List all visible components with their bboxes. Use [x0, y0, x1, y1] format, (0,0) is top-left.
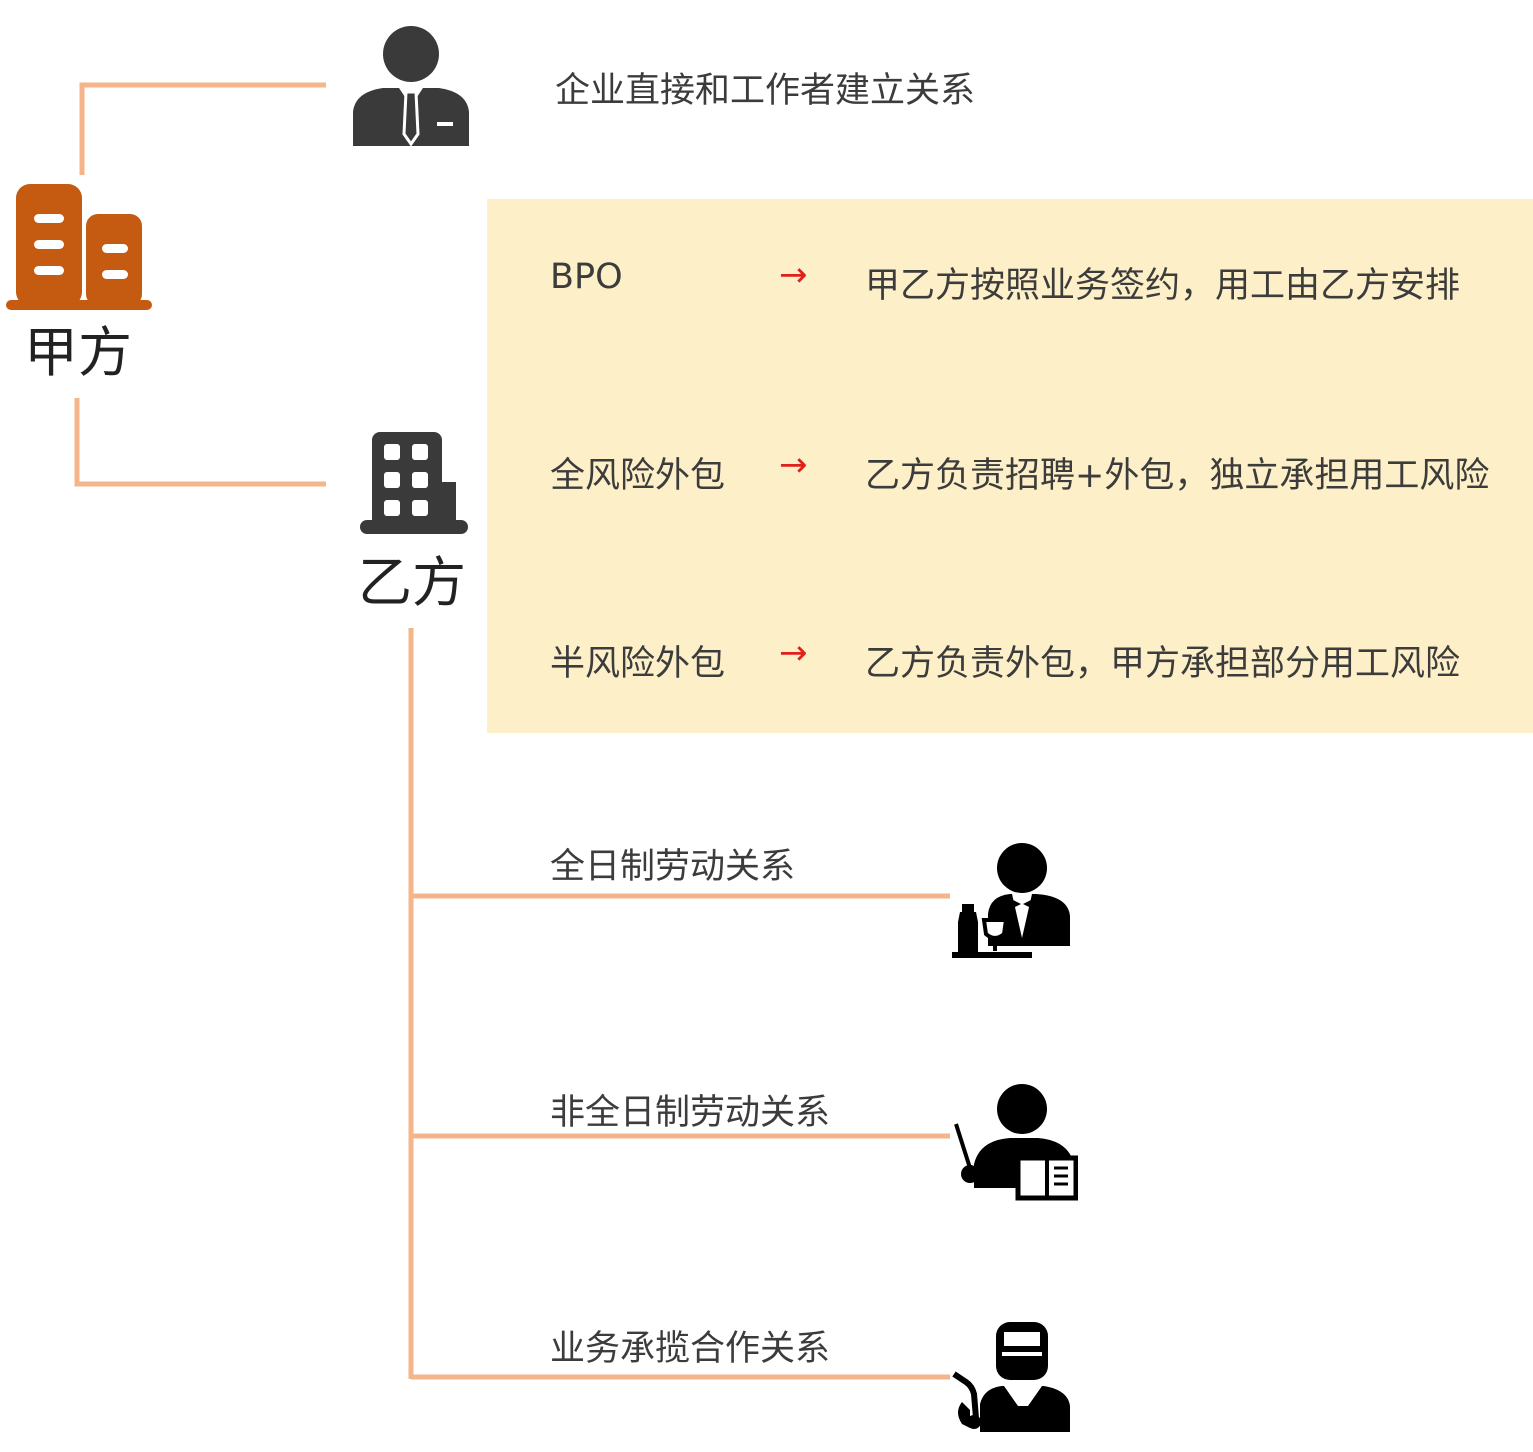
- relation-label: 业务承揽合作关系: [550, 1329, 831, 1369]
- direct-relation-text: 企业直接和工作者建立关系: [555, 71, 976, 111]
- party-a-label: 甲方: [24, 321, 132, 384]
- outsourcing-description: 乙方负责招聘+外包，独立承担用工风险: [865, 456, 1490, 496]
- outsourcing-row: 全风险外包 → 乙方负责招聘+外包，独立承担用工风险: [487, 445, 1533, 497]
- outsourcing-type: BPO: [550, 257, 623, 297]
- outsourcing-type: 全风险外包: [550, 456, 726, 496]
- office-buildings-icon: [6, 184, 152, 316]
- office-building-icon: [360, 432, 468, 540]
- right-arrow-icon: →: [779, 445, 808, 485]
- outsourcing-panel: BPO → 甲乙方按照业务签约，用工由乙方安排 全风险外包 → 乙方负责招聘+外…: [487, 199, 1533, 733]
- waiter-icon: [952, 842, 1074, 964]
- connector-party-a-to-party-b: [74, 398, 326, 487]
- teacher-icon: [952, 1084, 1079, 1206]
- connector-party-a-to-direct: [79, 82, 326, 175]
- outsourcing-description: 甲乙方按照业务签约，用工由乙方安排: [865, 266, 1461, 306]
- relation-label: 全日制劳动关系: [550, 847, 796, 887]
- businessman-icon: [353, 26, 469, 150]
- outsourcing-row: 半风险外包 → 乙方负责外包，甲方承担部分用工风险: [487, 633, 1533, 685]
- party-b-label: 乙方: [358, 551, 466, 614]
- welder-icon: [952, 1322, 1074, 1436]
- outsourcing-row: BPO → 甲乙方按照业务签约，用工由乙方安排: [487, 255, 1533, 307]
- outsourcing-description: 乙方负责外包，甲方承担部分用工风险: [865, 644, 1461, 684]
- right-arrow-icon: →: [779, 633, 808, 673]
- relation-label: 非全日制劳动关系: [550, 1093, 831, 1133]
- outsourcing-type: 半风险外包: [550, 644, 726, 684]
- right-arrow-icon: →: [779, 255, 808, 295]
